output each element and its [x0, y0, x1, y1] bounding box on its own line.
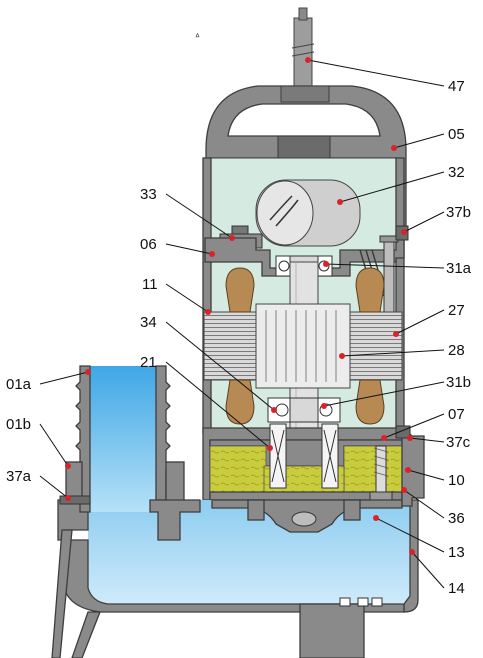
marker-37b: [401, 229, 407, 235]
discharge-outlet: [59, 365, 201, 541]
label-10: 10: [448, 472, 465, 489]
label-01a: 01a: [6, 376, 32, 393]
lower-bearing: [267, 397, 341, 423]
marker-10: [405, 467, 411, 473]
handle-housing: [205, 85, 407, 227]
label-21: 21: [140, 354, 157, 371]
marker-31b: [321, 403, 327, 409]
label-05: 05: [448, 126, 465, 143]
marker-06: [209, 251, 215, 257]
label-37c: 37c: [446, 434, 471, 451]
marker-01b: [65, 463, 71, 469]
label-31a: 31a: [446, 260, 472, 277]
marker-37a: [65, 495, 71, 501]
label-34: 34: [140, 314, 157, 331]
svg-text:ᐞ: ᐞ: [195, 32, 200, 42]
marker-21: [267, 445, 273, 451]
label-32: 32: [448, 164, 465, 181]
marker-31a: [323, 261, 329, 267]
marker-33: [229, 235, 235, 241]
small-mark: ᐞ: [195, 32, 200, 42]
label-11: 11: [142, 276, 158, 293]
marker-05: [391, 145, 397, 151]
capacitor: [255, 179, 361, 247]
mechanical-seal: [269, 423, 339, 489]
part-markers: [65, 57, 415, 555]
marker-27: [393, 331, 399, 337]
leader-lines: [39, 59, 445, 589]
label-33: 33: [140, 186, 157, 203]
marker-34: [271, 407, 277, 413]
label-47: 47: [448, 78, 465, 95]
pump-volute: [51, 498, 419, 658]
marker-01a: [85, 369, 91, 375]
stator-core: [203, 311, 403, 381]
label-31b: 31b: [446, 374, 471, 391]
marker-36: [401, 487, 407, 493]
label-07: 07: [448, 406, 465, 423]
label-37a: 37a: [6, 468, 32, 485]
rotor: [255, 303, 351, 389]
marker-37c: [407, 435, 413, 441]
part-labels: 47 05 32 33 37b 06 31a 11 27 34 28 21 31…: [6, 78, 472, 597]
marker-07: [381, 435, 387, 441]
marker-47: [305, 57, 311, 63]
label-14: 14: [448, 580, 465, 597]
label-06: 06: [140, 236, 157, 253]
impeller: [211, 499, 403, 533]
label-37b: 37b: [446, 204, 471, 221]
label-27: 27: [448, 302, 465, 319]
marker-28: [339, 353, 345, 359]
stator-windings: [225, 267, 385, 425]
marker-11: [205, 309, 211, 315]
marker-32: [337, 199, 343, 205]
label-28: 28: [448, 342, 465, 359]
marker-14: [409, 549, 415, 555]
label-36: 36: [448, 510, 465, 527]
label-13: 13: [448, 544, 465, 561]
label-01b: 01b: [6, 416, 31, 433]
marker-13: [373, 515, 379, 521]
